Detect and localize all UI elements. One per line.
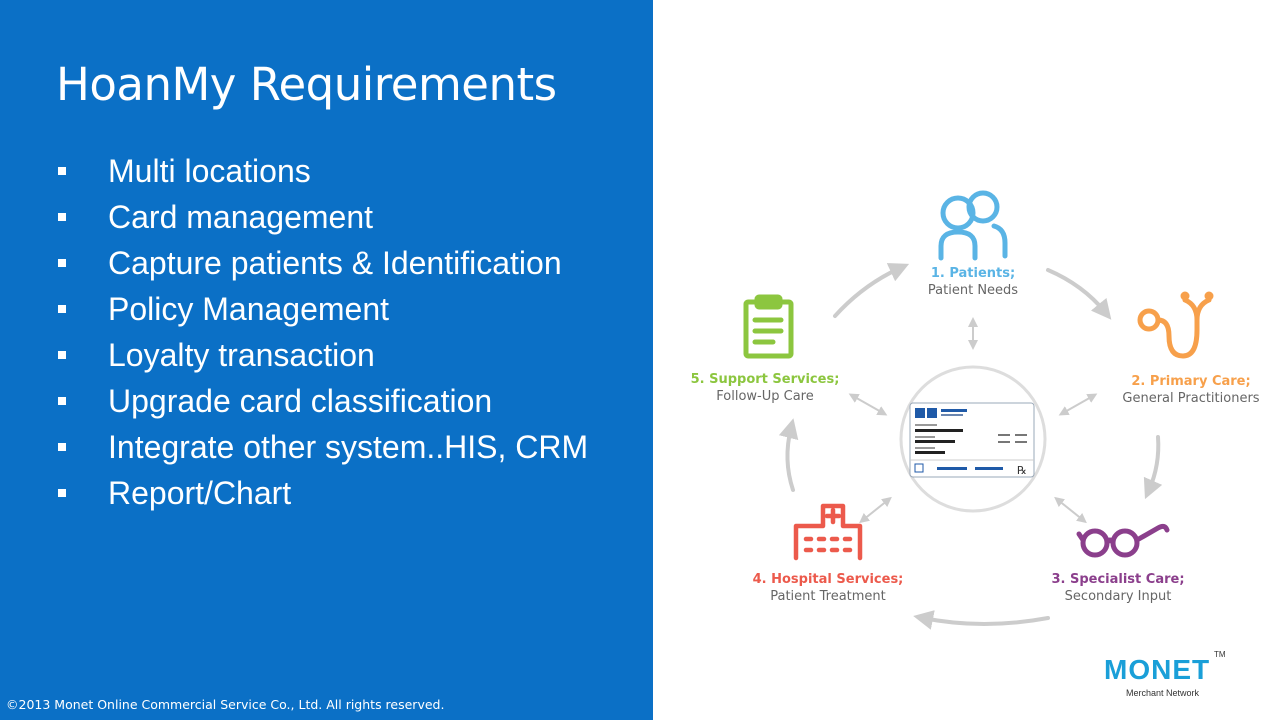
glasses-icon [1076, 523, 1170, 558]
connector-arrows [848, 317, 1098, 524]
list-item-text: Upgrade card classification [108, 383, 493, 419]
insurance-card-image: ℞ [909, 402, 1035, 478]
bullet-square-icon [58, 259, 66, 267]
node-title: 1. Patients; [930, 266, 1016, 281]
list-item: Multi locations [58, 150, 618, 193]
bullet-square-icon [58, 305, 66, 313]
patients-icon [938, 190, 1008, 261]
monet-logo: MONET TM Merchant Network [1104, 650, 1234, 700]
list-item-text: Multi locations [108, 153, 311, 189]
connector-arrow [848, 393, 888, 416]
left-panel: HoanMy Requirements Multi locations Card… [0, 0, 653, 720]
bullet-square-icon [58, 351, 66, 359]
node-subtitle: Secondary Input [1064, 589, 1172, 604]
list-item-text: Report/Chart [108, 475, 292, 511]
list-item: Integrate other system..HIS, CRM [58, 426, 618, 469]
care-cycle-diagram: ℞ [653, 0, 1279, 720]
bullet-square-icon [58, 213, 66, 221]
svg-text:℞: ℞ [1017, 464, 1027, 477]
list-item: Card management [58, 196, 618, 239]
node-patients-label: 1. Patients; Patient Needs [901, 266, 1045, 298]
node-support-services-label: 5. Support Services; Follow-Up Care [687, 372, 843, 404]
bullet-square-icon [58, 489, 66, 497]
logo-wordmark: MONET [1104, 654, 1211, 685]
node-subtitle: Patient Needs [927, 283, 1019, 298]
node-specialist-care-label: 3. Specialist Care; Secondary Input [1043, 572, 1193, 604]
list-item: Report/Chart [58, 472, 618, 515]
node-primary-care-label: 2. Primary Care; General Practitioners [1103, 374, 1279, 406]
node-title: 4. Hospital Services; [752, 572, 904, 587]
bullet-square-icon [58, 443, 66, 451]
node-title: 2. Primary Care; [1131, 374, 1251, 389]
cycle-arrow [778, 418, 799, 492]
list-item-text: Loyalty transaction [108, 337, 375, 373]
hospital-icon [793, 503, 863, 561]
logo-trademark: TM [1214, 650, 1226, 659]
node-subtitle: Patient Treatment [770, 589, 886, 604]
node-hospital-services-label: 4. Hospital Services; Patient Treatment [751, 572, 905, 604]
center-ring [899, 365, 1047, 513]
node-subtitle: General Practitioners [1122, 391, 1260, 406]
connector-arrow [1054, 496, 1087, 524]
list-item: Policy Management [58, 288, 618, 331]
node-subtitle: Follow-Up Care [716, 389, 814, 404]
copyright-notice: ©2013 Monet Online Commercial Service Co… [6, 697, 445, 712]
node-title: 5. Support Services; [690, 372, 840, 387]
cycle-arrow [1143, 435, 1163, 500]
connector-arrow [1058, 393, 1098, 416]
diagram-graphics: ℞ [743, 190, 1214, 630]
connector-arrow [859, 496, 892, 524]
cycle-arrows [778, 263, 1163, 630]
list-item-text: Integrate other system..HIS, CRM [108, 429, 589, 465]
list-item: Capture patients & Identification [58, 242, 618, 285]
logo-tagline: Merchant Network [1126, 688, 1200, 698]
bullet-square-icon [58, 397, 66, 405]
cycle-arrow [1046, 268, 1112, 320]
list-item: Upgrade card classification [58, 380, 618, 423]
list-item: Loyalty transaction [58, 334, 618, 377]
list-item-text: Capture patients & Identification [108, 245, 562, 281]
node-title: 3. Specialist Care; [1051, 572, 1185, 587]
list-item-text: Card management [108, 199, 374, 235]
stethoscope-icon [1137, 291, 1214, 359]
bullet-square-icon [58, 167, 66, 175]
cycle-arrow [833, 263, 910, 318]
slide-title: HoanMy Requirements [56, 58, 557, 111]
cycle-arrow [913, 610, 1050, 630]
requirements-list: Multi locations Card management Capture … [58, 150, 618, 518]
list-item-text: Policy Management [108, 291, 390, 327]
clipboard-icon [743, 294, 794, 359]
